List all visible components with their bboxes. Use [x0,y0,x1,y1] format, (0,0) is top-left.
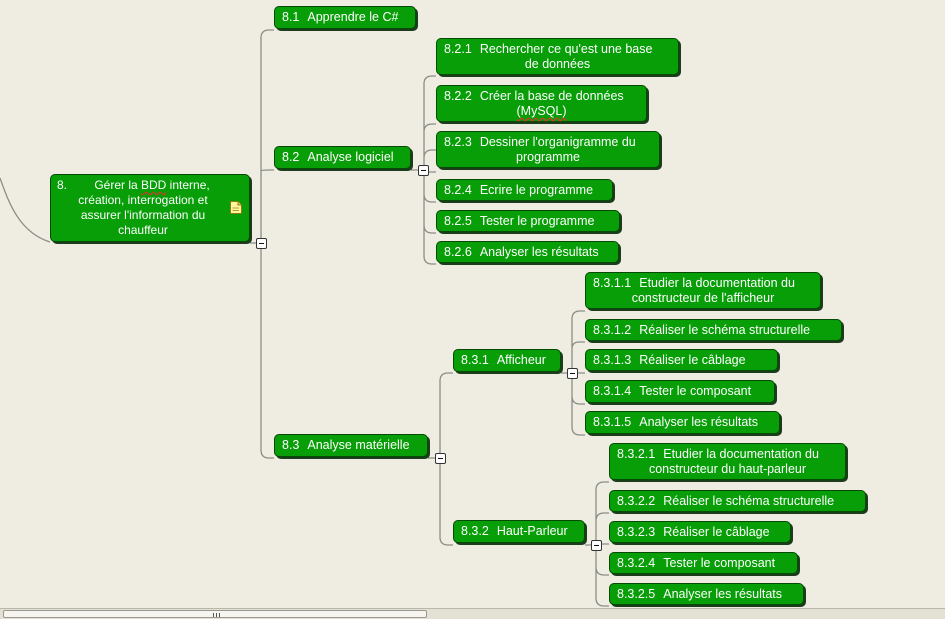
collapse-toggle-8-3-1[interactable] [567,368,578,379]
node-number: 8.3.2 [461,524,489,538]
node-8-3-1-5[interactable]: 8.3.1.5 Analyser les résultats [585,411,780,434]
horizontal-scrollbar[interactable] [0,608,945,619]
collapse-toggle-8-2[interactable] [418,165,429,176]
node-label-line2: constructeur de l'afficheur [631,290,775,305]
node-label-line2: de données [524,56,591,71]
node-label-line2: (MySQL) [516,103,567,118]
node-label: Tester le composant [639,384,752,398]
node-8-2-2[interactable]: 8.2.2 Créer la base de données (MySQL) [436,85,647,122]
node-8-2-5[interactable]: 8.2.5 Tester le programme [436,210,620,232]
node-number: 8.2 [282,150,300,164]
node-label-line2: constructeur du haut-parleur [648,461,807,476]
root-number: 8. [57,178,68,192]
node-label: Tester le composant [663,555,776,570]
node-8-3-2-2[interactable]: 8.3.2.2 Réaliser le schéma structurelle [609,490,866,512]
node-label: Apprendre le C# [307,10,399,24]
node-label: Etudier la documentation du [663,446,819,461]
collapse-toggle-8-3[interactable] [435,453,446,464]
node-8-3-2-5[interactable]: 8.3.2.5 Analyser les résultats [609,583,804,605]
node-label: Haut-Parleur [496,524,568,538]
root-line-3: assurer l'information du [80,208,206,222]
node-number: 8.3.1.4 [593,384,632,398]
parent-link [0,177,51,243]
node-number: 8.2.3 [444,134,472,149]
node-number: 8.2.6 [444,244,472,259]
node-label: Analyser les résultats [663,586,783,601]
node-label: Analyse matérielle [307,438,410,452]
node-number: 8.2.2 [444,88,472,103]
node-8-3-1-2[interactable]: 8.3.1.2 Réaliser le schéma structurelle [585,319,842,341]
node-label: Analyse logiciel [307,150,394,164]
node-number: 8.3.1 [461,353,489,367]
node-number: 8.3.2.4 [617,555,656,570]
root-line-1: Gérer la BDD interne, [94,178,210,192]
node-label: Analyser les résultats [479,244,599,259]
node-number: 8.3.2.3 [617,524,656,539]
node-number: 8.2.1 [444,41,472,56]
node-8-3-1-1[interactable]: 8.3.1.1 Etudier la documentation du const… [585,272,821,309]
node-number: 8.3.2.2 [617,493,656,508]
node-8-2[interactable]: 8.2 Analyse logiciel [274,146,411,169]
node-label: Dessiner l'organigramme du [479,134,636,149]
node-label: Ecrire le programme [479,182,594,197]
node-label: Créer la base de données [479,88,624,103]
node-8-3-1-3[interactable]: 8.3.1.3 Réaliser le câblage [585,349,778,371]
root-line-2: création, interrogation et [78,193,208,207]
root-line-4: chauffeur [118,223,168,237]
node-label: Réaliser le câblage [663,524,770,539]
collapse-toggle-8-3-2[interactable] [591,540,602,551]
node-label: Etudier la documentation du [639,275,795,290]
collapse-toggle-root[interactable] [256,238,267,249]
node-label: Afficheur [496,353,546,367]
scrollbar-grip-icon [213,613,220,617]
node-number: 8.3.2.1 [617,446,656,461]
link-root-children [250,29,274,459]
node-8-3-2-1[interactable]: 8.3.2.1 Etudier la documentation du const… [609,443,846,480]
root-node[interactable]: 8. Gérer la BDD interne, création, interr… [50,174,250,242]
node-label: Tester le programme [479,213,595,228]
node-label: Réaliser le câblage [639,352,746,367]
node-8-3-2[interactable]: 8.3.2 Haut-Parleur [453,520,585,543]
node-label: Analyser les résultats [639,415,759,429]
node-label: Réaliser le schéma structurelle [663,493,835,508]
node-number: 8.3.1.2 [593,322,632,337]
node-label-line2: programme [516,149,580,164]
root-bdd-word: BDD [141,178,167,192]
scrollbar-thumb[interactable] [3,610,427,618]
node-8-1[interactable]: 8.1 Apprendre le C# [274,6,416,29]
node-8-3-1-4[interactable]: 8.3.1.4 Tester le composant [585,380,775,403]
node-label: Réaliser le schéma structurelle [639,322,811,337]
node-8-3-1[interactable]: 8.3.1 Afficheur [453,349,561,372]
node-8-2-1[interactable]: 8.2.1 Rechercher ce qu'est une base de do… [436,38,679,75]
node-8-3-2-4[interactable]: 8.3.2.4 Tester le composant [609,552,798,574]
node-number: 8.3.1.1 [593,275,632,290]
node-8-3[interactable]: 8.3 Analyse matérielle [274,434,428,457]
node-number: 8.1 [282,10,300,24]
note-icon[interactable] [230,201,242,214]
node-8-2-6[interactable]: 8.2.6 Analyser les résultats [436,241,619,263]
node-8-2-3[interactable]: 8.2.3 Dessiner l'organigramme du programm… [436,131,660,168]
node-number: 8.2.5 [444,213,472,228]
node-number: 8.2.4 [444,182,472,197]
node-8-3-2-3[interactable]: 8.3.2.3 Réaliser le câblage [609,521,791,543]
node-number: 8.3.1.5 [593,415,632,429]
node-number: 8.3.1.3 [593,352,632,367]
node-number: 8.3 [282,438,300,452]
node-number: 8.3.2.5 [617,586,656,601]
node-8-2-4[interactable]: 8.2.4 Ecrire le programme [436,179,613,201]
node-label: Rechercher ce qu'est une base [479,41,653,56]
